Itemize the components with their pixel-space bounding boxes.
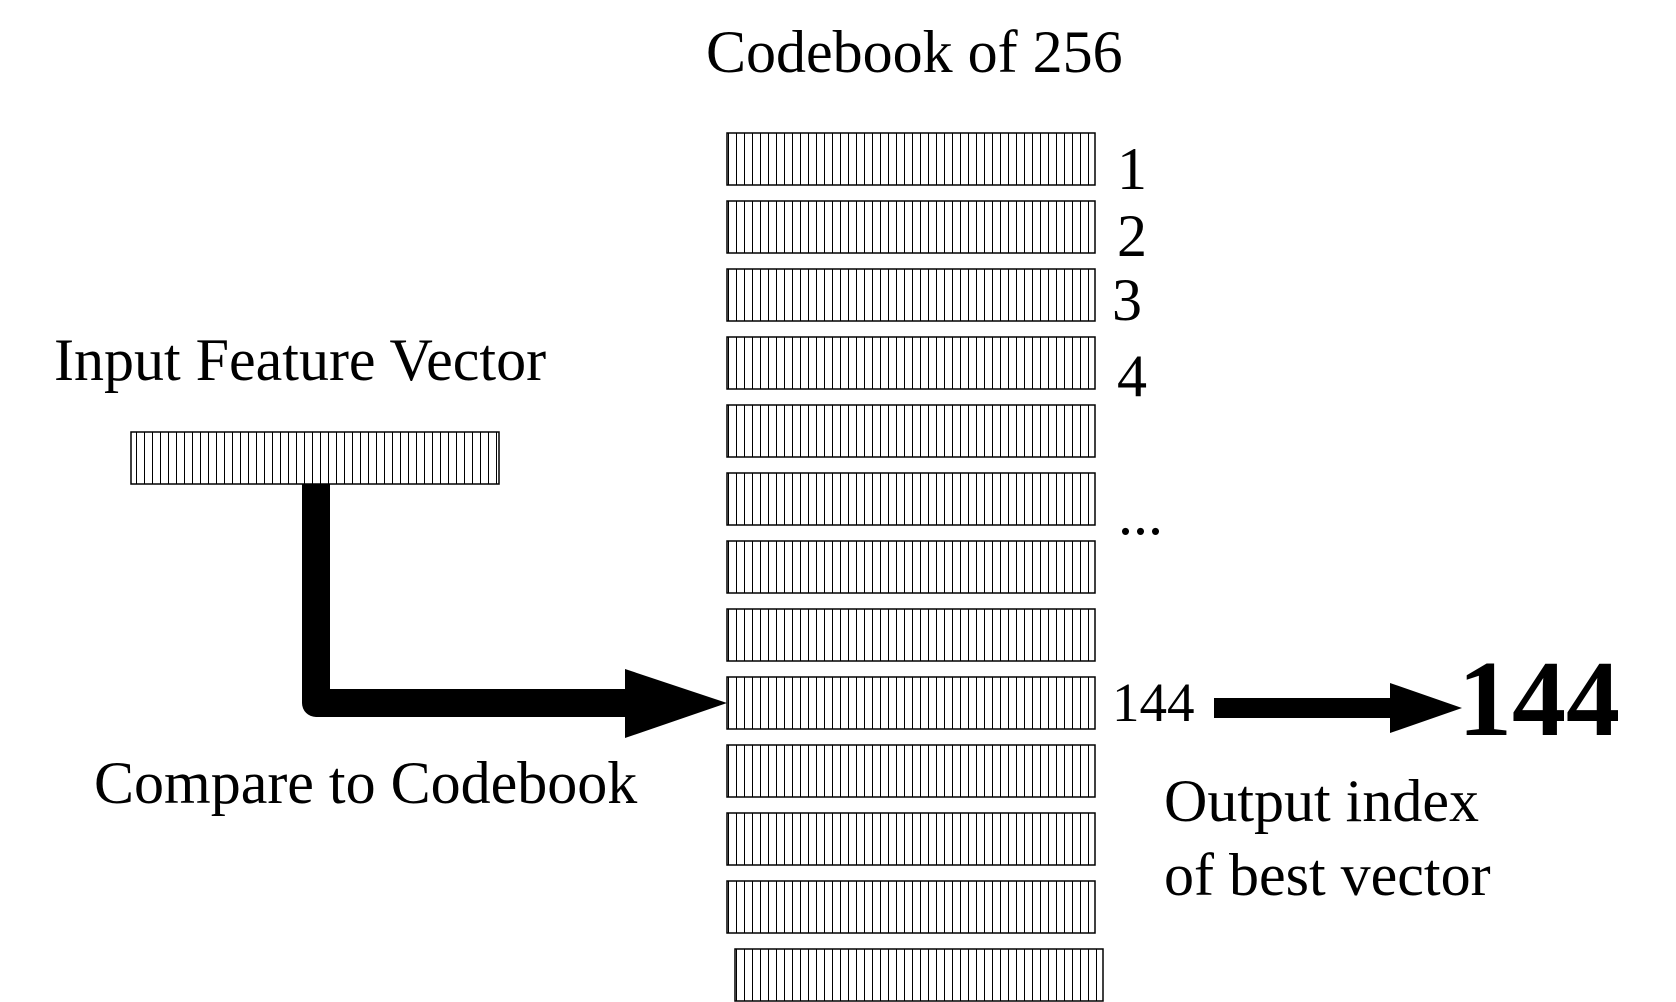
codebook-vector-3 <box>726 268 1096 322</box>
codebook-vectors <box>726 132 1104 1002</box>
codebook-index-label: 3 <box>1112 267 1142 333</box>
codebook-vector-144 <box>726 676 1096 730</box>
compare-arrow-shaft <box>302 484 630 717</box>
compare-arrow-head <box>625 669 727 738</box>
codebook-index-label: 1 <box>1117 136 1147 202</box>
output-arrow-head <box>1390 683 1462 733</box>
codebook-vector-7 <box>726 540 1096 594</box>
codebook-vector-10 <box>726 744 1096 798</box>
result-index: 144 <box>1458 640 1620 759</box>
codebook-vector-6 <box>726 472 1096 526</box>
codebook-ellipsis-label: ... <box>1118 481 1163 547</box>
codebook-index-label: 4 <box>1117 343 1147 409</box>
output-description-line-2: of best vector <box>1164 842 1491 908</box>
input-feature-vector-label: Input Feature Vector <box>54 327 547 393</box>
codebook-vector-8 <box>726 608 1096 662</box>
input-vector-bar <box>130 431 500 485</box>
output-arrow <box>1214 683 1462 733</box>
codebook-vector-2 <box>726 200 1096 254</box>
codebook-vector-12 <box>726 880 1096 934</box>
codebook-vector-4 <box>726 336 1096 390</box>
compare-arrow <box>302 484 727 738</box>
codebook-vector-5 <box>726 404 1096 458</box>
codebook-title: Codebook of 256 <box>706 19 1123 85</box>
codebook-vector-13 <box>734 948 1104 1002</box>
codebook-index-label: 2 <box>1117 203 1147 269</box>
output-description-line-1: Output index <box>1164 768 1479 834</box>
compare-to-codebook-label: Compare to Codebook <box>94 750 638 816</box>
codebook-index-label-144: 144 <box>1112 672 1195 733</box>
codebook-vector-1 <box>726 132 1096 186</box>
codebook-vector-11 <box>726 812 1096 866</box>
